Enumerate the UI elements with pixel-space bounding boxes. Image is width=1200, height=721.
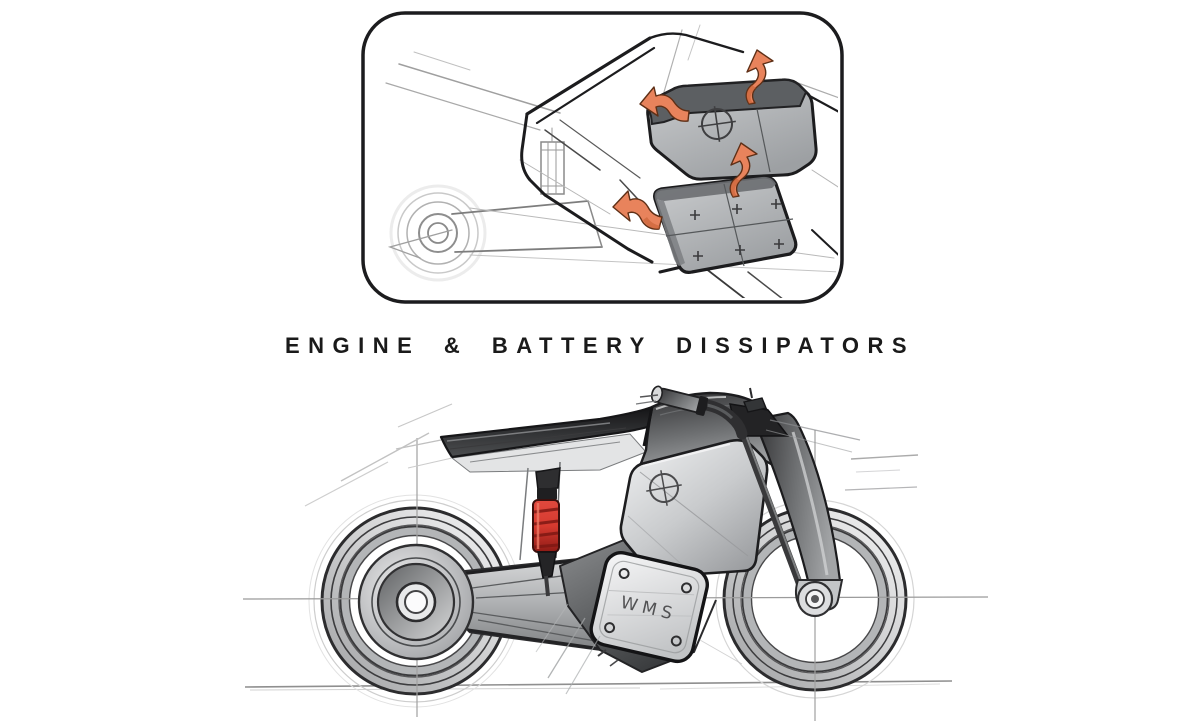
speed-lines-left (304, 403, 453, 507)
plate-screws (604, 568, 692, 647)
speed-lines-right (844, 454, 919, 491)
motorcycle-sketch: WMS (242, 385, 989, 721)
battery-box-lower (653, 175, 798, 274)
detail-frame-lines (520, 32, 838, 298)
underbody-hatching (535, 603, 743, 695)
heat-arrows (612, 49, 774, 230)
caption-title: ENGINE & BATTERY DISSIPATORS (284, 333, 916, 358)
shock-absorber (532, 467, 561, 597)
machining-crosshair-icon (698, 106, 736, 142)
brand-plate: WMS (589, 551, 709, 664)
swingarm-hub (357, 543, 620, 661)
tail-seat (395, 405, 660, 473)
panel-crosshair-icon (646, 470, 682, 506)
handlebar-headstock (635, 385, 861, 453)
handlebar-grip (650, 385, 709, 416)
panel-fastener-marks (690, 199, 784, 261)
side-panel (619, 438, 769, 578)
heat-arrow-left-icon (639, 86, 690, 122)
heat-arrow-lower-icon (612, 190, 663, 230)
detail-panel (361, 11, 844, 304)
